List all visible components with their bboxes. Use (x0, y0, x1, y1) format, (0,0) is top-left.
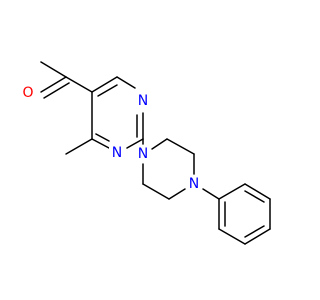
atom-label-nitrogen-pyrimidine-bottom: N (112, 145, 122, 161)
bond-ph-4-5-inner (244, 225, 265, 238)
bond-carbonyl-oxygen-double-b (43, 82, 70, 99)
bond-pip-n1-c2 (151, 138, 168, 150)
atom-label-nitrogen-pyrimidine-top: N (138, 93, 148, 109)
bond-pip-c2-c3 (166, 138, 195, 155)
chemical-structure-drawing: O N N N N (20, 61, 271, 245)
bond-carbonyl-oxygen-double-a (40, 76, 67, 93)
bond-ph-2-3 (244, 183, 271, 200)
bond-n4-phenyl (202, 188, 220, 200)
bond-n3-c4-inner (95, 133, 110, 142)
bond-pip-n4-c5 (168, 188, 186, 200)
atom-label-oxygen: O (22, 85, 33, 101)
bond-pip-c5-c6 (142, 183, 170, 200)
bond-c2-n3 (126, 138, 144, 149)
atom-mask-n-top (135, 92, 151, 110)
atom-mask-n-bottom (109, 144, 125, 162)
bond-c6-n1 (116, 76, 136, 89)
bond-c5-c6-inner (97, 84, 118, 97)
bond-ph-1-2 (218, 183, 246, 200)
atom-label-nitrogen-piperazine-left: N (138, 146, 148, 162)
bond-n3-c4 (91, 138, 110, 149)
bond-carbonyl-ring (65, 76, 93, 93)
atom-label-nitrogen-piperazine-right: N (189, 176, 199, 192)
atom-mask-n-pip-right (186, 175, 202, 193)
bond-c4-methyl (65, 138, 93, 155)
bond-ph-4-5 (244, 228, 271, 245)
bond-methyl-carbonyl (40, 61, 67, 78)
atom-mask-o (20, 84, 36, 102)
bond-ph-2-3-inner (244, 190, 265, 203)
atom-mask-n-pip-left (135, 145, 151, 163)
bond-c5-c6 (91, 76, 118, 93)
bond-ph-5-6 (218, 228, 246, 245)
